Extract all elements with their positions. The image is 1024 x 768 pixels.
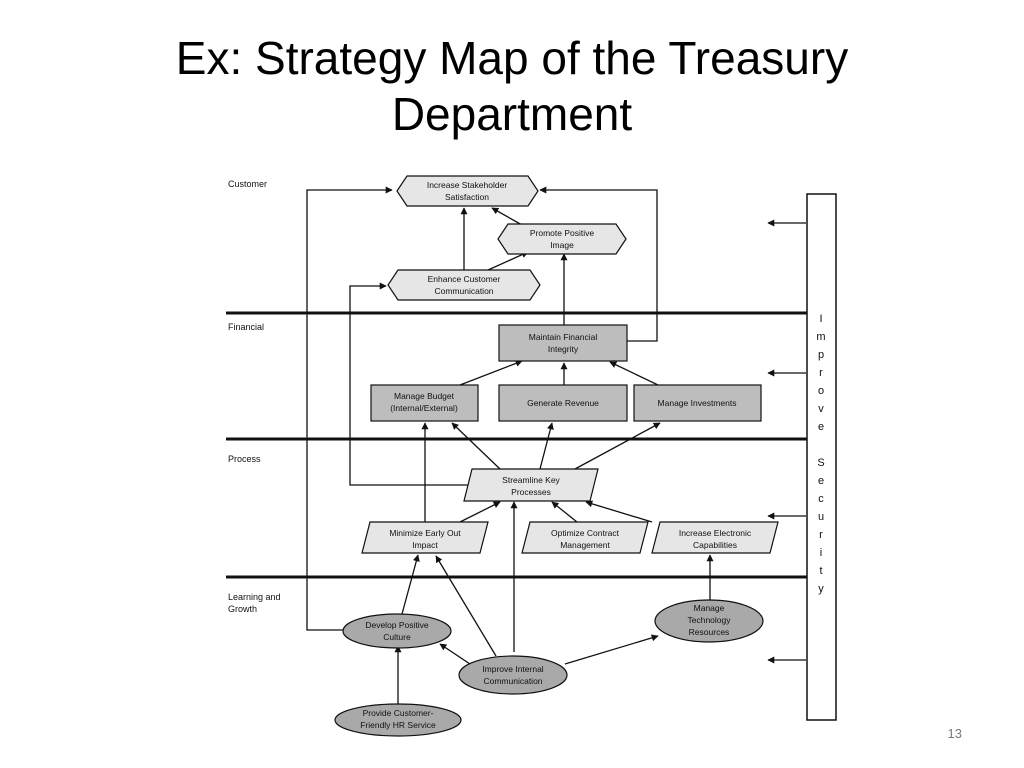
node-label: Image [550,240,574,250]
security-letter: i [820,547,822,559]
perspective-customer-label: Customer [228,179,267,189]
node-label: Friendly HR Service [360,720,436,730]
node-promote-positive-image: Promote Positive Image [497,223,627,255]
node-label: Processes [511,487,551,497]
node-label: Technology [687,615,731,625]
node-improve-internal-communication: Improve Internal Communication [458,655,568,695]
connector [459,360,523,386]
connector [349,282,470,486]
connector [491,207,523,226]
node-label: Minimize Early Out [389,528,461,538]
node-label: Streamline Key [502,475,560,485]
connector [459,501,501,523]
node-minimize-early-out-impact: Minimize Early Out Impact [361,521,489,554]
security-letter: S [817,457,824,469]
connectors [306,186,714,705]
slide-title-line2: Department [391,88,633,140]
node-generate-revenue: Generate Revenue [498,384,628,422]
node-label: Generate Revenue [527,398,599,408]
security-letter: o [818,385,824,397]
connector [551,501,578,523]
node-increase-stakeholder-satisfaction: Increase Stakeholder Satisfaction [396,175,539,207]
node-manage-budget: Manage Budget (Internal/External) [370,384,479,422]
connector [585,500,653,523]
node-label: Management [560,540,610,550]
node-label: (Internal/External) [390,403,458,413]
security-letter: t [819,565,822,577]
node-increase-electronic-capabilities: Increase Electronic Capabilities [651,521,779,554]
slide-number: 13 [947,726,962,741]
security-letter: r [819,529,823,541]
node-label: Manage [694,603,725,613]
security-letter: p [818,349,824,361]
node-label: Increase Stakeholder [427,180,507,190]
security-letter: e [818,475,824,487]
security-letter: y [818,583,824,595]
connector [401,554,420,615]
improve-security-bar [806,193,837,721]
slide-title-line1: Ex: Strategy Map of the Treasury [175,32,849,84]
node-manage-technology-resources: Manage Technology Resources [654,599,764,643]
security-letter: v [818,403,824,415]
node-develop-positive-culture: Develop Positive Culture [342,613,452,649]
node-label: Promote Positive [530,228,595,238]
connector [435,555,497,657]
connector [564,634,659,665]
node-provide-customer-friendly-hr-service: Provide Customer- Friendly HR Service [334,703,462,737]
node-label: Resources [689,627,730,637]
node-label: Capabilities [693,540,737,550]
node-label: Communication [434,286,493,296]
security-letter: u [818,511,824,523]
node-label: Manage Budget [394,391,455,401]
node-label: Communication [483,676,542,686]
security-letter: c [818,493,824,505]
node-label: Provide Customer- [363,708,434,718]
perspective-financial-label: Financial [228,322,264,332]
node-label: Increase Electronic [679,528,752,538]
improve-security-label: I m p r o v e S e c u r i t y [816,313,825,595]
security-letter: m [816,331,825,343]
node-enhance-customer-communication: Enhance Customer Communication [387,269,541,301]
connector [487,251,529,271]
security-letter: r [819,367,823,379]
node-label: Satisfaction [445,192,489,202]
node-label: Enhance Customer [428,274,501,284]
perspective-learning-label-line2: Growth [228,604,257,614]
connector [539,186,658,342]
connector [609,361,659,386]
connector [306,186,393,631]
node-label: Improve Internal [482,664,544,674]
connector [451,422,501,470]
connector [539,422,554,470]
node-streamline-key-processes: Streamline Key Processes [463,468,599,502]
perspective-learning-label-line1: Learning and [228,592,281,602]
connector [574,422,661,470]
node-label: Impact [412,540,438,550]
node-maintain-financial-integrity: Maintain Financial Integrity [498,324,628,362]
security-letter: e [818,421,824,433]
node-label: Culture [383,632,411,642]
node-label: Manage Investments [658,398,737,408]
security-letter: I [819,313,822,325]
node-label: Maintain Financial [529,332,598,342]
node-label: Optimize Contract [551,528,620,538]
slide-title: Ex: Strategy Map of the Treasury Departm… [0,30,1024,142]
perspective-process-label: Process [228,454,261,464]
node-manage-investments: Manage Investments [633,384,762,422]
node-optimize-contract-management: Optimize Contract Management [521,521,649,554]
connector [439,643,471,665]
node-label: Develop Positive [365,620,429,630]
node-label: Integrity [548,344,579,354]
